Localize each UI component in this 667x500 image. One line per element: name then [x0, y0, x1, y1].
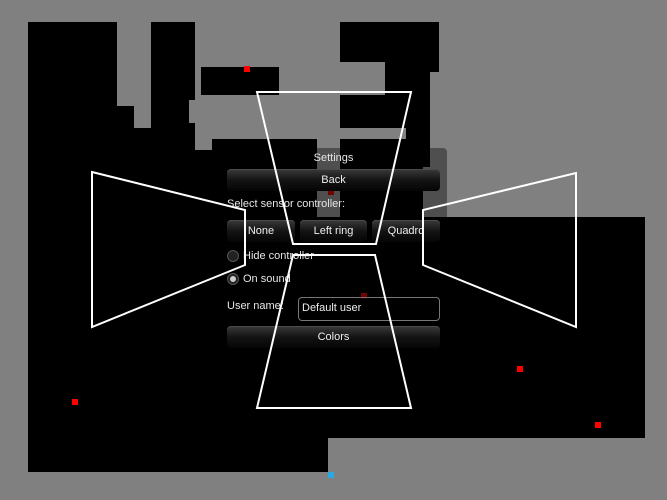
maze-wall	[423, 62, 439, 72]
maze-wall	[406, 128, 423, 139]
maze-wall	[423, 72, 430, 167]
hide-controller-label: Hide controller	[243, 250, 314, 262]
red-marker	[595, 422, 601, 428]
on-sound-radio[interactable]	[227, 273, 239, 285]
hide-controller-radio[interactable]	[227, 250, 239, 262]
back-button[interactable]: Back	[227, 169, 440, 191]
colors-button[interactable]: Colors	[227, 326, 440, 348]
maze-wall	[117, 106, 134, 472]
maze-wall	[134, 128, 151, 472]
maze-wall	[195, 150, 212, 472]
on-sound-label: On sound	[243, 273, 291, 285]
maze-wall	[201, 67, 279, 95]
player-marker	[328, 472, 334, 478]
red-marker	[517, 366, 523, 372]
maze-wall	[340, 22, 439, 62]
maze-gap	[189, 100, 195, 123]
maze-wall	[385, 62, 423, 95]
user-name-label: User name:	[227, 300, 284, 312]
red-marker	[244, 66, 250, 72]
maze-wall	[523, 262, 645, 438]
sensor-none-button[interactable]: None	[227, 220, 295, 242]
maze-wall	[439, 223, 523, 263]
settings-title: Settings	[313, 152, 354, 164]
red-marker	[72, 399, 78, 405]
sensor-quadro-button[interactable]: Quadro	[372, 220, 440, 242]
sensor-controller-label: Select sensor controller:	[227, 198, 345, 210]
user-name-input[interactable]: Default user	[298, 297, 440, 321]
sensor-left-ring-button[interactable]: Left ring	[300, 220, 367, 242]
maze-wall	[340, 95, 423, 128]
maze-wall	[151, 22, 195, 472]
